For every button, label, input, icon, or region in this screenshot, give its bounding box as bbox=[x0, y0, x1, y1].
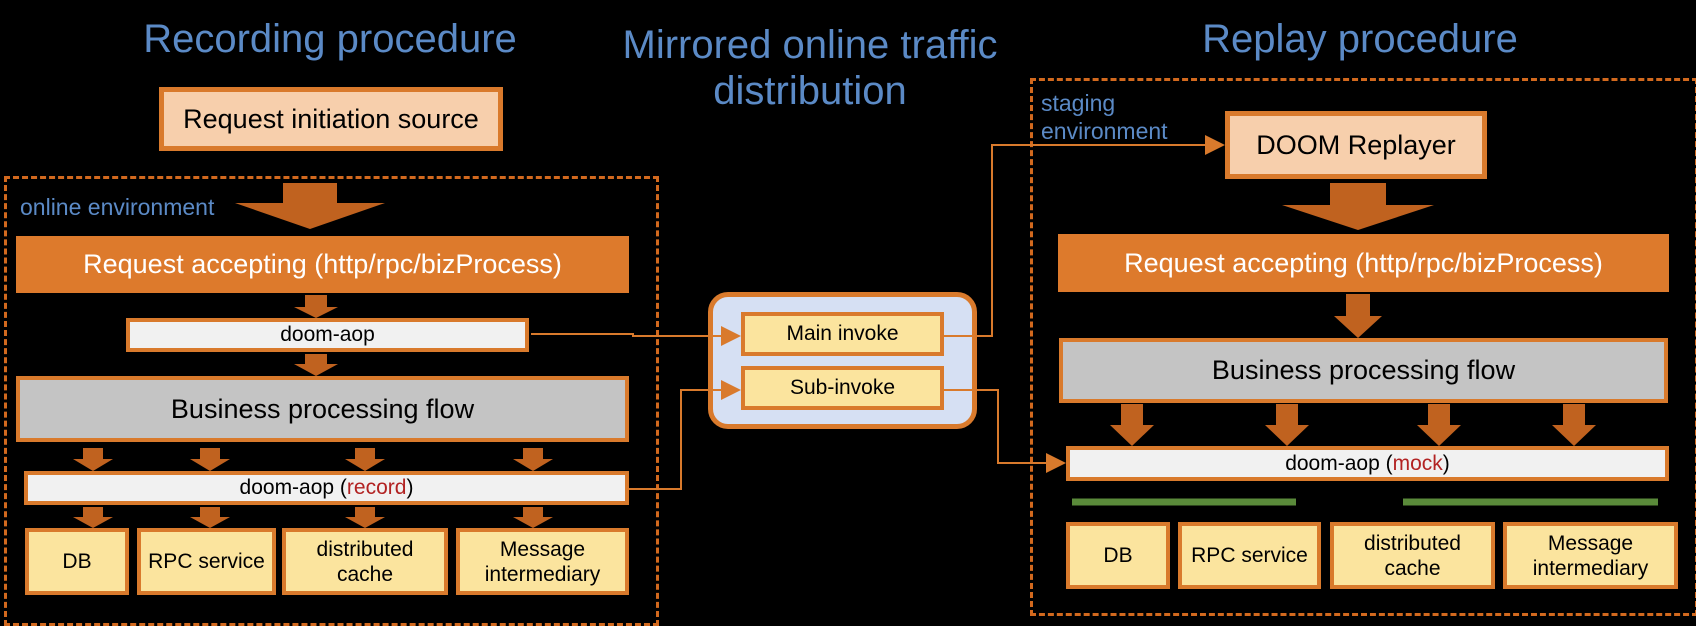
resource-label: distributed cache bbox=[1364, 531, 1461, 580]
aop-record-prefix: doom-aop ( bbox=[239, 476, 347, 499]
arrow-replay-accept-to-business bbox=[1334, 294, 1382, 338]
connector-main-invoke-to-replayer bbox=[944, 135, 1225, 337]
resource-label: Message intermediary bbox=[1532, 531, 1649, 580]
online-environment-label: online environment bbox=[20, 194, 215, 220]
request-initiation-source: Request initiation source bbox=[159, 87, 503, 151]
aop-mock-word: mock bbox=[1392, 451, 1443, 475]
arrow-business-to-aop-1 bbox=[73, 448, 113, 471]
main-invoke-label: Main invoke bbox=[786, 322, 899, 345]
replay-doom-aop-mock-label: doom-aop (mock) bbox=[1285, 452, 1450, 476]
resource-label: RPC service bbox=[1191, 544, 1308, 567]
aop-mock-suffix: ) bbox=[1442, 451, 1450, 475]
main-invoke-box: Main invoke bbox=[741, 312, 944, 356]
recording-business-flow-label: Business processing flow bbox=[170, 393, 475, 424]
arrow-business-to-aop-3 bbox=[345, 448, 385, 471]
replay-resource-message: Message intermediary bbox=[1503, 522, 1678, 589]
resource-label: Message intermediary bbox=[484, 537, 601, 586]
recording-doom-aop: doom-aop bbox=[126, 318, 529, 352]
aop-mock-prefix: doom-aop ( bbox=[1285, 451, 1393, 475]
doom-replayer-label: DOOM Replayer bbox=[1256, 129, 1456, 160]
doom-replayer: DOOM Replayer bbox=[1225, 111, 1487, 179]
arrow-replay-business-to-aop-4 bbox=[1552, 404, 1596, 446]
aop-record-suffix: ) bbox=[406, 476, 414, 499]
arrow-aop-to-rpc bbox=[190, 507, 230, 528]
resource-label: DB bbox=[62, 550, 92, 573]
replay-title: Replay procedure bbox=[1202, 17, 1518, 61]
staging-environment-label: staging environment bbox=[1041, 90, 1168, 144]
recording-request-accepting: Request accepting (http/rpc/bizProcess) bbox=[16, 236, 629, 293]
arrow-aop-to-cache bbox=[345, 507, 385, 528]
recording-doom-aop-record-label: doom-aop (record) bbox=[240, 476, 414, 500]
recording-doom-aop-label: doom-aop bbox=[280, 323, 375, 346]
replay-business-flow: Business processing flow bbox=[1059, 338, 1668, 403]
recording-resource-cache: distributed cache bbox=[282, 528, 448, 595]
mirrored-title: Mirrored online traffic distribution bbox=[622, 23, 998, 113]
recording-resource-db: DB bbox=[25, 528, 129, 595]
arrow-replay-business-to-aop-1 bbox=[1110, 404, 1154, 446]
connector-aop-to-main-invoke bbox=[531, 326, 741, 346]
connector-sub-invoke-to-mock bbox=[944, 389, 1066, 473]
replay-doom-aop-mock: doom-aop (mock) bbox=[1066, 446, 1669, 481]
arrow-aop-to-business bbox=[294, 354, 338, 376]
replay-request-accepting-label: Request accepting (http/rpc/bizProcess) bbox=[1124, 247, 1603, 278]
sub-invoke-label: Sub-invoke bbox=[789, 376, 896, 399]
arrow-accept-to-aop bbox=[294, 295, 338, 318]
replay-resource-db: DB bbox=[1066, 522, 1170, 589]
replay-request-accepting: Request accepting (http/rpc/bizProcess) bbox=[1058, 234, 1669, 292]
request-initiation-source-label: Request initiation source bbox=[183, 103, 479, 134]
arrow-business-to-aop-4 bbox=[513, 448, 553, 471]
arrow-business-to-aop-2 bbox=[190, 448, 230, 471]
aop-record-word: record bbox=[346, 476, 407, 499]
sub-invoke-box: Sub-invoke bbox=[741, 366, 944, 410]
recording-doom-aop-record: doom-aop (record) bbox=[24, 471, 629, 505]
arrow-aop-to-db bbox=[73, 507, 113, 528]
arrow-replay-business-to-aop-2 bbox=[1265, 404, 1309, 446]
replay-resource-rpc: RPC service bbox=[1178, 522, 1321, 589]
connector-record-to-sub-invoke bbox=[629, 380, 741, 490]
arrow-replay-business-to-aop-3 bbox=[1417, 404, 1461, 446]
recording-resource-rpc: RPC service bbox=[137, 528, 276, 595]
resource-label: RPC service bbox=[148, 550, 265, 573]
recording-business-flow: Business processing flow bbox=[16, 376, 629, 442]
recording-title: Recording procedure bbox=[143, 17, 517, 61]
recording-request-accepting-label: Request accepting (http/rpc/bizProcess) bbox=[83, 249, 562, 279]
big-down-arrow-replay bbox=[1282, 183, 1434, 230]
resource-label: DB bbox=[1103, 544, 1133, 567]
arrow-aop-to-message bbox=[513, 507, 553, 528]
recording-resource-message: Message intermediary bbox=[456, 528, 629, 595]
replay-resource-cache: distributed cache bbox=[1330, 522, 1495, 589]
replay-business-flow-label: Business processing flow bbox=[1211, 355, 1516, 385]
resource-label: distributed cache bbox=[316, 537, 414, 586]
big-down-arrow-recording bbox=[235, 183, 385, 229]
